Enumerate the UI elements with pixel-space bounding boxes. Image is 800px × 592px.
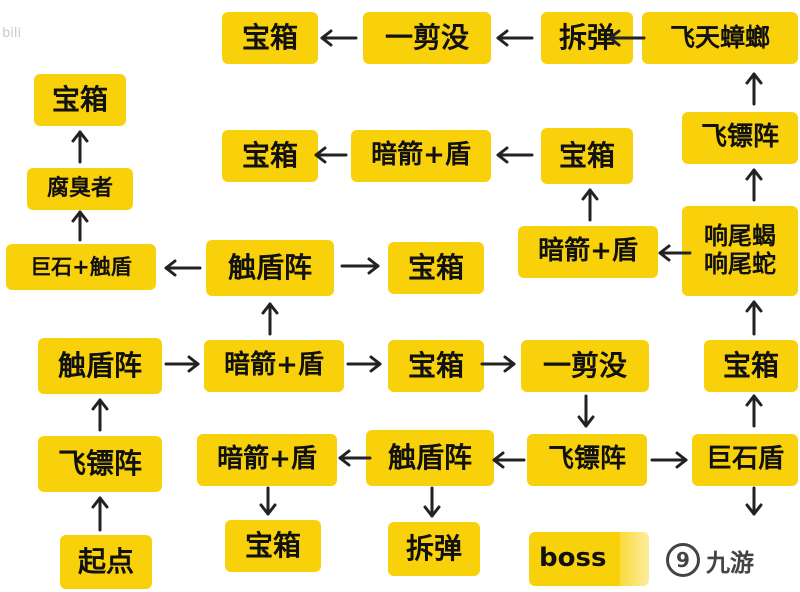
arrow-up — [745, 394, 763, 428]
node-n3: 拆弹 — [541, 12, 633, 64]
node-n20: 宝箱 — [704, 340, 798, 392]
node-n10: 腐臭者 — [27, 168, 133, 210]
node-n21: 飞镖阵 — [38, 436, 162, 492]
arrow-up — [71, 130, 89, 164]
node-n22: 暗箭+盾 — [197, 434, 337, 486]
watermark-right-text: 九游 — [706, 548, 754, 577]
node-n23: 触盾阵 — [366, 430, 494, 486]
arrow-left — [496, 29, 534, 47]
arrow-down — [423, 486, 441, 518]
arrow-up — [91, 398, 109, 432]
node-n27: 宝箱 — [225, 520, 321, 572]
arrow-up — [261, 302, 279, 336]
arrow-up — [581, 188, 599, 222]
node-n28: 拆弹 — [388, 522, 480, 576]
node-n4: 飞天蟑螂 — [642, 12, 798, 64]
arrow-down — [259, 486, 277, 516]
node-n25: 巨石盾 — [692, 434, 798, 486]
arrow-down — [577, 394, 595, 428]
arrow-left — [492, 451, 526, 469]
node-n14: 暗箭+盾 — [518, 226, 658, 278]
node-n18: 宝箱 — [388, 340, 484, 392]
arrow-left — [496, 146, 534, 164]
node-n7: 暗箭+盾 — [351, 130, 491, 182]
arrow-up — [745, 72, 763, 106]
arrow-up — [91, 496, 109, 532]
node-n5: 宝箱 — [34, 74, 126, 126]
arrow-up — [745, 300, 763, 336]
watermark-right: 9 九游 — [620, 528, 800, 592]
node-n6: 宝箱 — [222, 130, 318, 182]
node-n16: 触盾阵 — [38, 338, 162, 394]
node-n2: 一剪没 — [363, 12, 491, 64]
node-n9: 飞镖阵 — [682, 112, 798, 164]
node-n19: 一剪没 — [521, 340, 649, 392]
node-n1: 宝箱 — [222, 12, 318, 64]
watermark-left: bili — [2, 26, 22, 41]
node-n8: 宝箱 — [541, 128, 633, 184]
arrow-down — [745, 486, 763, 516]
arrow-left — [164, 259, 202, 277]
node-n12: 触盾阵 — [206, 240, 334, 296]
arrow-right — [346, 355, 382, 373]
node-n26: 起点 — [60, 535, 152, 589]
arrow-up — [745, 168, 763, 202]
arrow-left — [320, 29, 358, 47]
arrow-left — [314, 146, 348, 164]
arrow-right — [650, 451, 688, 469]
node-n11: 巨石+触盾 — [6, 244, 156, 290]
node-n13: 宝箱 — [388, 242, 484, 294]
logo-icon: 9 — [666, 543, 700, 577]
node-n17: 暗箭+盾 — [204, 340, 344, 392]
arrow-up — [71, 210, 89, 242]
node-n24: 飞镖阵 — [527, 434, 647, 486]
arrow-right — [480, 355, 516, 373]
arrow-right — [164, 355, 200, 373]
arrow-right — [340, 257, 380, 275]
node-n15: 响尾蝎 响尾蛇 — [682, 206, 798, 296]
